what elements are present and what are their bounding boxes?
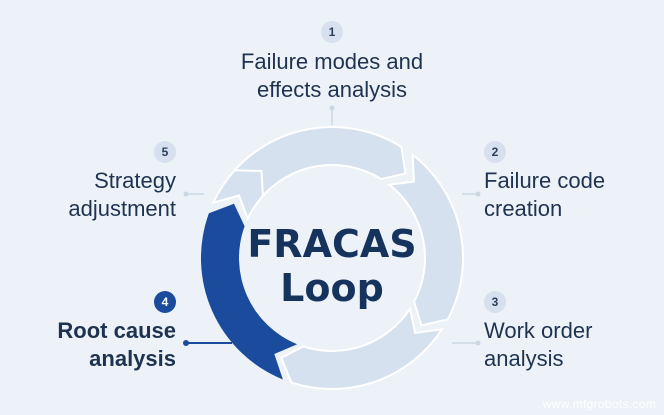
step-2-label-line1: Failure code — [484, 168, 606, 193]
step-1-label-line2: effects analysis — [256, 77, 407, 102]
step-3-label: Work order analysis — [484, 317, 660, 373]
step-2-number: 2 — [491, 145, 499, 159]
ring-segment-4 — [200, 203, 298, 380]
step-4-number: 4 — [161, 295, 169, 309]
step-1-label: Failure modes and effects analysis — [182, 48, 482, 104]
connector-dot-5 — [183, 191, 189, 197]
step-1-number-badge: 1 — [321, 21, 343, 43]
step-1-label-line1: Failure modes and — [240, 49, 424, 74]
loop-title-line1: FRACAS — [247, 222, 417, 266]
ring-segment-2 — [386, 152, 465, 327]
highlighted-ring-segment — [200, 203, 298, 380]
step-3-number: 3 — [491, 295, 499, 309]
step-5-label-line1: Strategy — [94, 168, 176, 193]
loop-title-line2: Loop — [280, 266, 384, 310]
step-4-number-badge: 4 — [154, 291, 176, 313]
step-2-label: Failure code creation — [484, 167, 660, 223]
ring-segments — [211, 125, 465, 390]
connector-dot-2 — [475, 191, 481, 197]
connector-dot-4 — [183, 340, 189, 346]
connector-dot-3 — [475, 340, 481, 346]
connector-dot-1 — [329, 105, 335, 111]
step-5-label: Strategy adjustment — [0, 167, 176, 223]
connector-lines — [183, 105, 481, 346]
step-1-number: 1 — [328, 25, 336, 39]
step-5-label-line2: adjustment — [68, 196, 176, 221]
step-4-label-line1: Root cause — [57, 318, 176, 343]
step-4-label: Root cause analysis — [0, 317, 176, 373]
step-2-number-badge: 2 — [484, 141, 506, 163]
watermark-text: www.mfgrobots.com — [542, 397, 656, 411]
step-5-number: 5 — [161, 145, 169, 159]
loop-title: FRACAS Loop — [232, 222, 432, 310]
step-3-label-line2: analysis — [484, 346, 564, 371]
ring-segment-1 — [229, 125, 407, 201]
step-3-label-line1: Work order — [484, 318, 593, 343]
ring-segment-3 — [279, 306, 444, 390]
ring-segment-5 — [211, 169, 264, 222]
step-2-label-line2: creation — [484, 196, 563, 221]
step-3-number-badge: 3 — [484, 291, 506, 313]
step-5-number-badge: 5 — [154, 141, 176, 163]
step-4-label-line2: analysis — [89, 346, 176, 371]
